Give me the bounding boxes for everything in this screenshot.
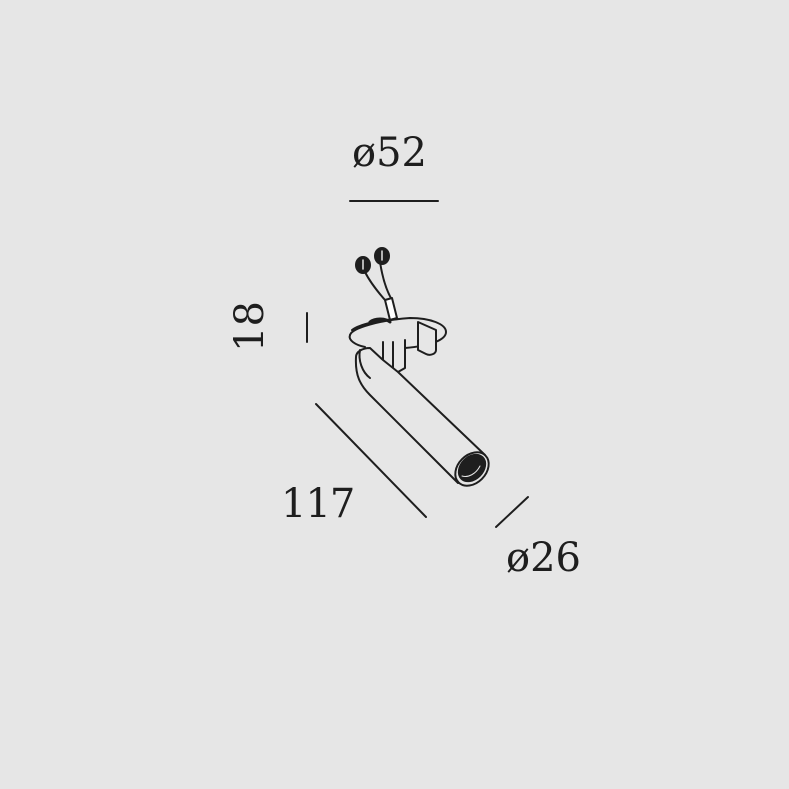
cable-connector-icon <box>355 247 398 321</box>
lens-opening-icon <box>454 451 490 487</box>
height-label: 18 <box>227 301 273 352</box>
bottom-diameter-dimension-line <box>495 496 529 528</box>
length-dimension-line <box>315 403 427 518</box>
top-diameter-label: ø52 <box>352 130 427 176</box>
spotlight-tube-icon <box>354 347 486 484</box>
length-label: 117 <box>281 481 355 527</box>
mounting-base-icon <box>348 317 447 373</box>
bottom-diameter-label: ø26 <box>506 535 581 581</box>
